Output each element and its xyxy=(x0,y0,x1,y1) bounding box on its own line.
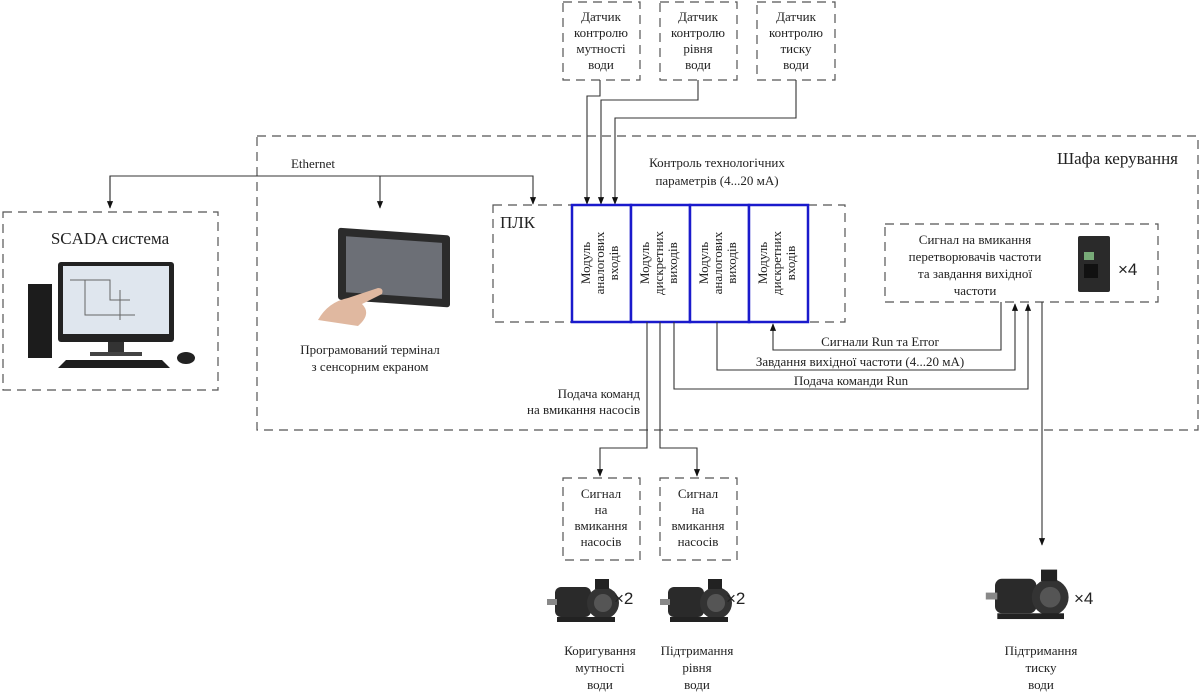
pump-box-text: насосів xyxy=(678,534,719,549)
sensor-line xyxy=(597,80,699,205)
pump-label: Підтримання xyxy=(1005,643,1078,658)
pump-cmd-line xyxy=(596,322,648,477)
sensor-text: контролю xyxy=(671,25,725,40)
pump-box-text: на xyxy=(595,502,608,517)
module-text: виходів xyxy=(724,242,739,284)
frequency-line xyxy=(716,303,1019,371)
sensor-text: тиску xyxy=(780,41,812,56)
pump-icon xyxy=(660,579,732,622)
module-discrete-inputs xyxy=(747,203,810,324)
computer-icon xyxy=(28,262,195,368)
vfd-text: Сигнал на вмикання xyxy=(919,232,1031,247)
vfd-text: частоти xyxy=(954,283,997,298)
control-label: параметрів (4...20 мА) xyxy=(655,173,778,188)
run-command-label: Подача команди Run xyxy=(794,373,909,388)
sensor-turbidity-box xyxy=(562,1,641,81)
run-command-line xyxy=(673,303,1032,390)
sensor-text: Датчик xyxy=(776,9,816,24)
sensor-text: води xyxy=(588,57,614,72)
pump-signal-box xyxy=(562,477,641,561)
pump-cmd-line xyxy=(659,322,701,477)
vfd-text: та завдання вихідної xyxy=(918,266,1032,281)
control-cabinet-box xyxy=(256,135,1199,431)
vfd-text: перетворювачів частоти xyxy=(909,249,1042,264)
pump-box-text: вмикання xyxy=(672,518,725,533)
terminal-label: Програмований термінал xyxy=(300,342,440,357)
pump-label: Підтримання xyxy=(661,643,734,658)
pump-box-text: Сигнал xyxy=(678,486,719,501)
module-text: виходів xyxy=(665,242,680,284)
pumps-cmd-label: Подача команд xyxy=(558,386,641,401)
vfd-box xyxy=(884,223,1159,303)
module-text: входів xyxy=(606,246,621,281)
frequency-converter-icon xyxy=(1078,236,1110,292)
module-analog-outputs xyxy=(688,203,751,324)
sensor-text: рівня xyxy=(683,41,712,56)
pumps-cmd-label: на вмикання насосів xyxy=(527,402,640,417)
sensor-line xyxy=(583,80,601,205)
frequency-label: Завдання вихідної частоти (4...20 мА) xyxy=(756,354,964,369)
ethernet-label: Ethernet xyxy=(291,156,335,171)
sensor-level-box xyxy=(659,1,738,81)
run-error-label: Сигнали Run та Error xyxy=(821,334,939,349)
module-text: дискретних xyxy=(769,230,784,295)
scada-box xyxy=(2,211,219,391)
pump-label: тиску xyxy=(1025,660,1057,675)
ethernet-line xyxy=(109,175,537,208)
pump-label: води xyxy=(684,677,710,692)
module-analog-inputs xyxy=(570,203,633,324)
module-text: Модуль xyxy=(637,242,652,284)
sensor-text: води xyxy=(685,57,711,72)
touch-terminal-icon xyxy=(318,227,450,326)
pump-label: Коригування xyxy=(564,643,635,658)
sensor-text: мутності xyxy=(576,41,626,56)
pump-box-text: на xyxy=(692,502,705,517)
module-text: дискретних xyxy=(651,230,666,295)
module-text: Модуль xyxy=(755,242,770,284)
sensor-text: Датчик xyxy=(678,9,718,24)
pump-box-text: вмикання xyxy=(575,518,628,533)
module-text: аналогових xyxy=(710,231,725,294)
pump-label: мутності xyxy=(575,660,625,675)
terminal-label: з сенсорним екраном xyxy=(312,359,429,374)
sensor-text: контролю xyxy=(769,25,823,40)
pump-signal-box xyxy=(659,477,738,561)
module-text: Модуль xyxy=(578,242,593,284)
sensor-text: води xyxy=(783,57,809,72)
pump-label: води xyxy=(587,677,613,692)
sensor-line xyxy=(611,80,797,205)
pump-icon xyxy=(547,579,619,622)
pump-count: ×2 xyxy=(614,589,633,608)
sensor-text: Датчик xyxy=(581,9,621,24)
scada-label: SCADA система xyxy=(51,229,170,248)
cabinet-label: Шафа керування xyxy=(1057,149,1178,168)
plc-modules: Модуль аналогових входів Модуль дискретн… xyxy=(570,203,810,324)
module-text: аналогових xyxy=(592,231,607,294)
pump-icon xyxy=(985,569,1069,620)
pump-box-text: насосів xyxy=(581,534,622,549)
pump-count: ×4 xyxy=(1074,589,1093,608)
module-text: входів xyxy=(783,246,798,281)
sensor-text: контролю xyxy=(574,25,628,40)
plc-label: ПЛК xyxy=(500,213,536,232)
pump-count: ×2 xyxy=(726,589,745,608)
pump-label: води xyxy=(1028,677,1054,692)
module-text: Модуль xyxy=(696,242,711,284)
vfd-count: ×4 xyxy=(1118,260,1137,279)
run-error-line xyxy=(769,302,1002,351)
pump-box-text: Сигнал xyxy=(581,486,622,501)
pump-label: рівня xyxy=(682,660,711,675)
control-label: Контроль технологічних xyxy=(649,155,785,170)
